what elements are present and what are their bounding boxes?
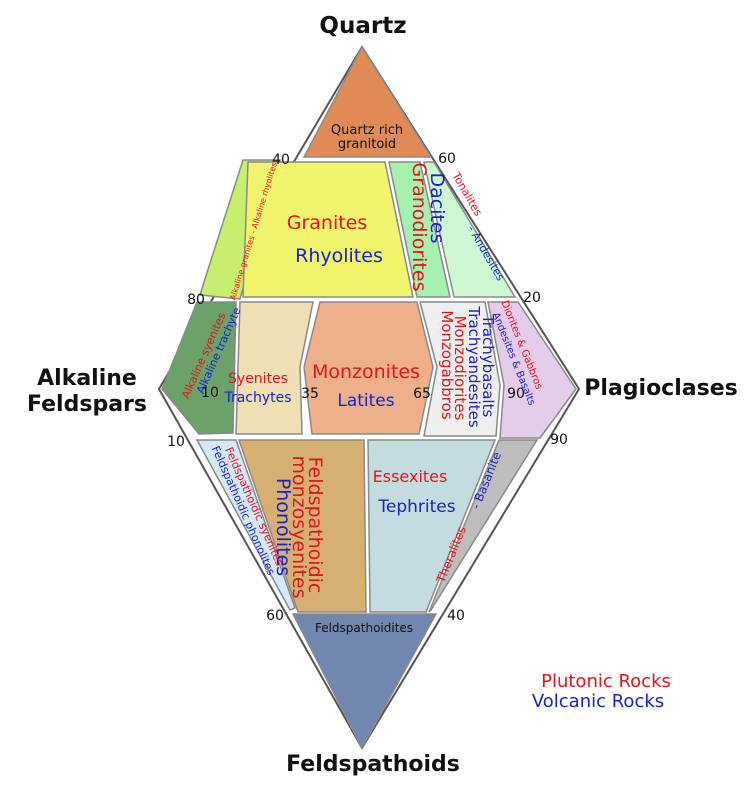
label-dacites: Dacites	[426, 172, 448, 243]
tick-label: 60	[438, 151, 456, 167]
label-granites: Granites	[287, 212, 368, 234]
label-monzogabbros: Monzogabbros	[438, 310, 456, 419]
tick-label: 35	[301, 386, 319, 402]
field-feldspathoidites	[291, 613, 438, 750]
tick-label: 10	[167, 434, 185, 450]
field-quartz-rich-granitoid	[302, 45, 433, 158]
tick-label: 10	[201, 385, 219, 401]
field-syenites	[235, 301, 314, 435]
label-feldspathoidic: Feldspathoidic	[304, 457, 326, 594]
label-quartz-rich: Quartz rich	[331, 123, 403, 138]
tick-label: 80	[187, 292, 205, 308]
tick-label: 20	[523, 290, 541, 306]
label-trachybasalts: Trachybasalts	[479, 314, 497, 418]
label-trachyandesites: Trachyandesites	[465, 305, 483, 427]
label-monzonites: Monzonites	[312, 361, 420, 383]
field-alkaline-syenites	[161, 301, 237, 435]
tick-label: 90	[507, 386, 525, 402]
label-granodiorites: Granodiorites	[408, 163, 430, 292]
vertex-feldspathoids: Feldspathoids	[286, 752, 460, 777]
tick-label: 90	[550, 432, 568, 448]
label-syenites: Syenites	[228, 371, 288, 387]
field-feldspathoidic-monzosyenites	[237, 439, 367, 613]
vertex-plagioclases: Plagioclases	[584, 376, 737, 401]
label-rhyolites: Rhyolites	[295, 245, 383, 267]
label-tephrites: Tephrites	[377, 497, 455, 517]
label-trachytes: Trachytes	[223, 390, 291, 406]
tick-label: 60	[266, 608, 284, 624]
vertex-feldspars: Feldspars	[27, 392, 147, 417]
label-essexites: Essexites	[373, 467, 448, 486]
label-monzosyenites: monzosyenites	[288, 456, 310, 599]
field-essexites	[367, 439, 497, 613]
field-monzonites	[303, 301, 434, 435]
field-tonalites	[423, 161, 517, 298]
field-granodiorites	[388, 161, 451, 298]
field-granites	[242, 161, 414, 298]
field-monzogabbros	[419, 301, 501, 437]
label-feldspathoidites: Feldspathoidites	[315, 621, 413, 635]
label-granitoid: granitoid	[338, 137, 396, 152]
label-latites: Latites	[337, 391, 394, 411]
legend-plutonic: Plutonic Rocks	[541, 671, 671, 692]
field-diorites-gabbros	[487, 301, 577, 439]
vertex-quartz: Quartz	[319, 13, 406, 39]
label-monzodiorites: Monzodiorites	[451, 316, 469, 421]
tick-label: 65	[413, 386, 431, 402]
tick-label: 40	[272, 152, 290, 168]
field-feldspathoidic-syenites	[195, 439, 296, 611]
label-phonolites: Phonolites	[272, 478, 294, 576]
field-theralites	[428, 439, 539, 613]
tick-label: 40	[447, 608, 465, 624]
vertex-alkaline: Alkaline	[37, 366, 137, 391]
legend-volcanic: Volcanic Rocks	[532, 691, 664, 712]
